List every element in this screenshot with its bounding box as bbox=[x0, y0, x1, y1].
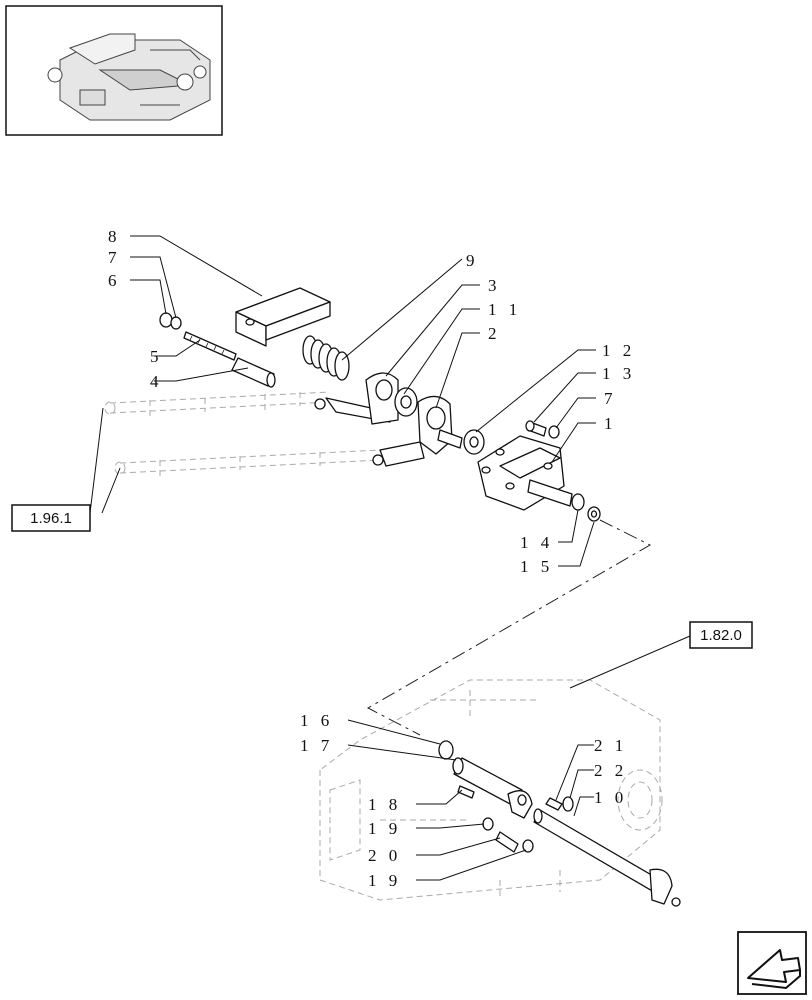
callout-1: 1 bbox=[604, 414, 617, 433]
assembly-thumbnail-icon[interactable] bbox=[5, 5, 223, 136]
callout-22: 2 2 bbox=[594, 761, 627, 780]
plate-bracket-part bbox=[235, 287, 331, 347]
ref-box-1820[interactable]: 1.82.0 bbox=[689, 621, 753, 649]
callout-7-right: 7 bbox=[604, 389, 617, 408]
spring-part bbox=[302, 335, 350, 381]
pin-part-20 bbox=[495, 831, 519, 853]
callout-7-upper: 7 bbox=[108, 248, 121, 267]
clip-part-19a bbox=[482, 817, 494, 831]
control-shaft-part bbox=[533, 808, 681, 907]
callout-9: 9 bbox=[466, 251, 479, 270]
nut-washer-part bbox=[159, 312, 182, 330]
callout-8: 8 bbox=[108, 227, 121, 246]
ghost-shaft-upper bbox=[104, 391, 381, 476]
clip-part-19b bbox=[522, 839, 534, 853]
sleeve-part bbox=[231, 357, 276, 388]
ref-box-1961[interactable]: 1.96.1 bbox=[11, 504, 91, 532]
callout-labels: 8 7 6 5 4 9 3 1 1 2 1 2 1 3 7 1 1 4 1 5 … bbox=[108, 227, 635, 890]
callout-19-upper: 1 9 bbox=[368, 819, 401, 838]
callout-21: 2 1 bbox=[594, 736, 627, 755]
washer-part-11 bbox=[394, 387, 418, 417]
callout-3: 3 bbox=[488, 276, 501, 295]
callout-20: 2 0 bbox=[368, 846, 401, 865]
lever-part bbox=[372, 395, 463, 467]
lever-shaft-part bbox=[452, 757, 533, 819]
callout-16: 1 6 bbox=[300, 711, 333, 730]
bolt-part bbox=[525, 420, 560, 439]
ghost-housing bbox=[319, 679, 663, 901]
callout-14: 1 4 bbox=[520, 533, 553, 552]
callout-11: 1 1 bbox=[488, 300, 521, 319]
clip-washer-part bbox=[571, 493, 601, 522]
callout-6: 6 bbox=[108, 271, 121, 290]
lever-arm-part bbox=[314, 372, 399, 425]
o-ring-part bbox=[438, 740, 454, 760]
ref-label-1961: 1.96.1 bbox=[30, 510, 72, 527]
pin-part-18 bbox=[457, 785, 475, 799]
callout-10: 1 0 bbox=[594, 788, 627, 807]
callout-17: 1 7 bbox=[300, 736, 333, 755]
leader-lines bbox=[89, 235, 691, 881]
callout-5: 5 bbox=[150, 347, 163, 366]
callout-19-lower: 1 9 bbox=[368, 871, 401, 890]
next-page-arrow-icon[interactable] bbox=[737, 931, 807, 995]
callout-13: 1 3 bbox=[602, 364, 635, 383]
ref-label-1820: 1.82.0 bbox=[700, 627, 742, 644]
callout-4: 4 bbox=[150, 372, 163, 391]
callout-12: 1 2 bbox=[602, 341, 635, 360]
callout-15: 1 5 bbox=[520, 557, 553, 576]
callout-18: 1 8 bbox=[368, 795, 401, 814]
callout-2: 2 bbox=[488, 324, 501, 343]
washer-part-12 bbox=[463, 429, 485, 455]
center-line bbox=[366, 519, 652, 736]
seal-parts bbox=[545, 796, 574, 812]
support-bracket-part bbox=[477, 435, 573, 511]
